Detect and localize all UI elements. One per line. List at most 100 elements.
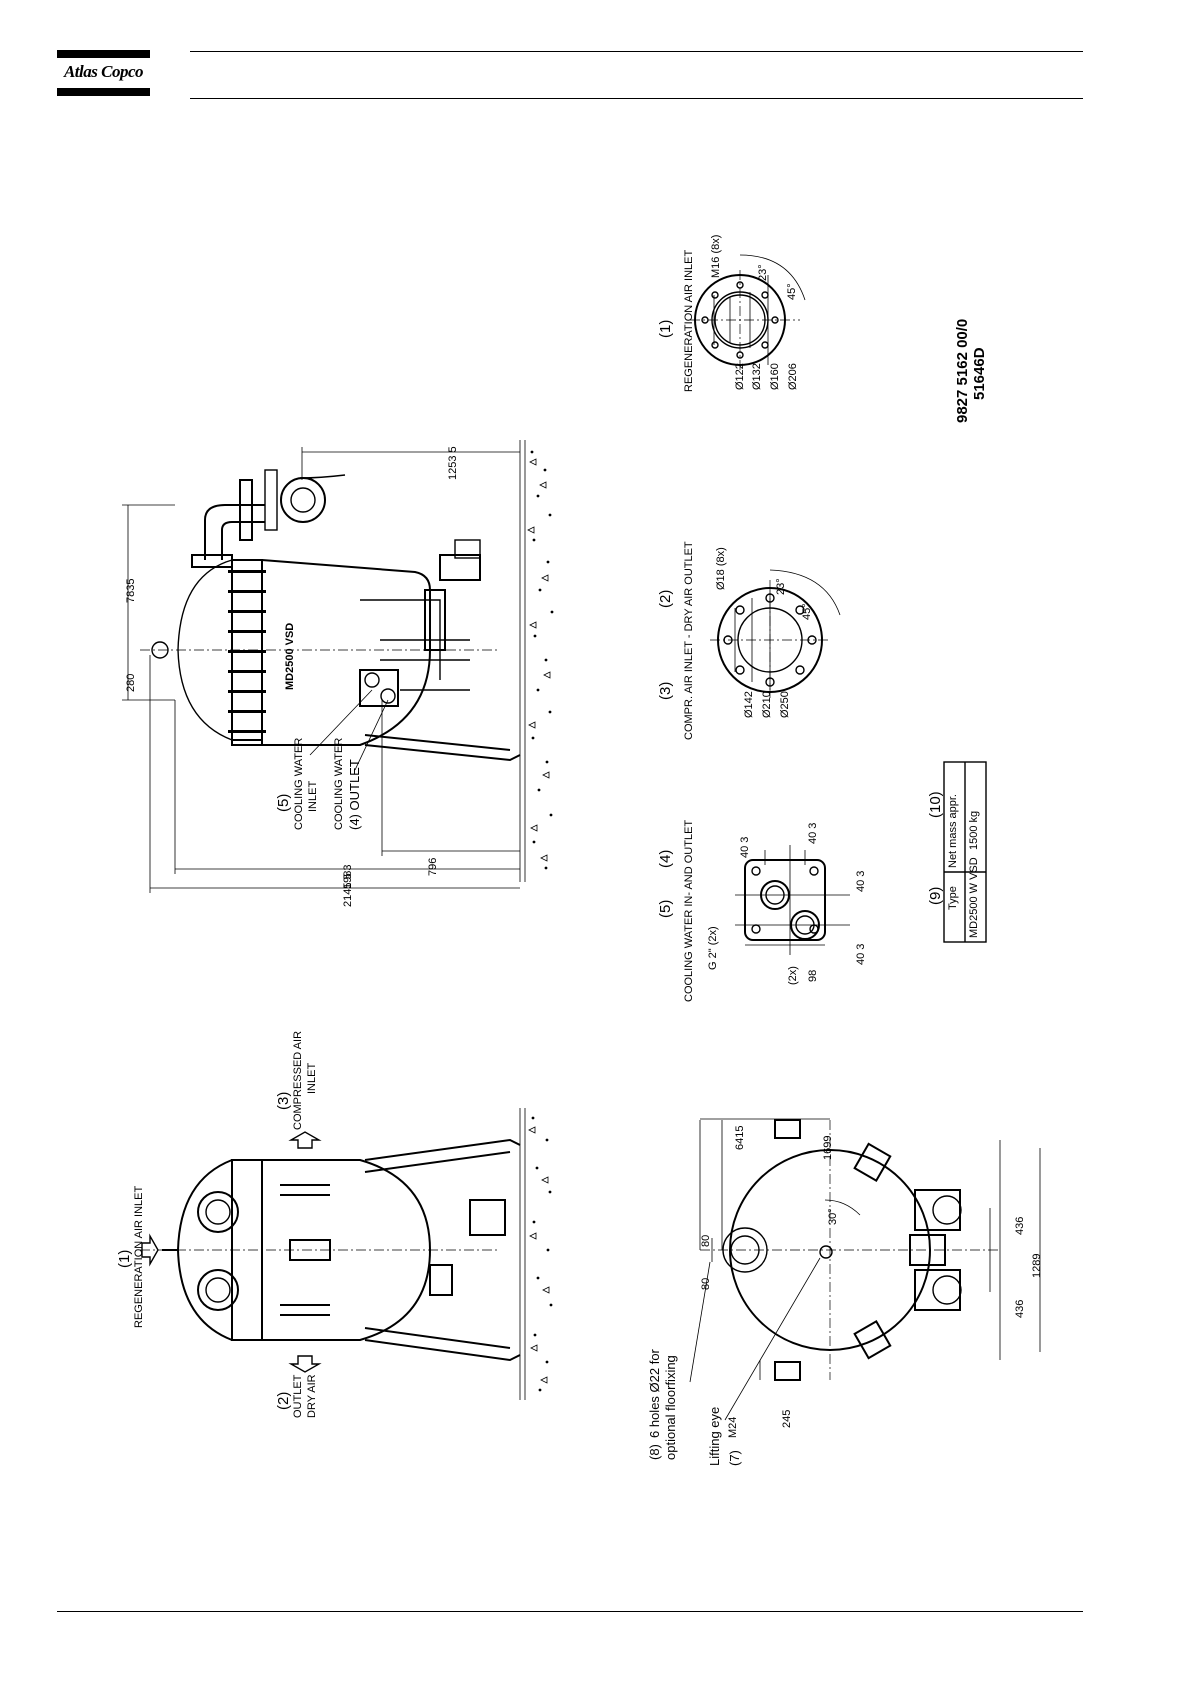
dim-80-a: 80 (700, 1234, 712, 1247)
side-top-pipe (204, 504, 265, 560)
flange23-drawing (710, 569, 841, 700)
flange1-d122: Ø122 (734, 363, 746, 390)
dim-21455: 2145 5 (342, 873, 354, 907)
cooling-outlet-line2: (4) OUTLET (347, 759, 362, 830)
mass-table-cell-mass: 1500 kg (968, 810, 980, 850)
flange45-num5: (5) (657, 899, 674, 918)
dim-7835: 7835 (125, 578, 137, 603)
flange45-d98: 98 (807, 969, 819, 982)
flange45-drawing (735, 845, 850, 955)
mass-table-header-type: Type (947, 886, 959, 910)
flange1-bolts: M16 (8x) (710, 234, 722, 278)
side-top-flange (191, 554, 233, 568)
regen-inlet-label: REGENERATION AIR INLET (133, 1185, 145, 1328)
side-dimension-lines (122, 447, 520, 893)
flange23-a45: 45° (801, 603, 813, 620)
front-leg-lower (364, 1327, 521, 1362)
side-valve-block (424, 589, 446, 651)
front-vessel-shell (176, 1159, 432, 1341)
dim-796: 796 (427, 857, 439, 876)
angle-30: 30° (827, 1208, 839, 1225)
lifting-eye-line1: Lifting eye (707, 1406, 722, 1466)
flange23-a23: 23° (775, 578, 787, 595)
flange45-dim-lines (735, 845, 850, 955)
mass-table-header-mass: Net mass appr. (947, 794, 959, 868)
flange1-label: REGENERATION AIR INLET (683, 249, 695, 392)
front-view-drawing (140, 1108, 553, 1400)
compressed-arrow (288, 1131, 322, 1149)
front-leg-upper (364, 1138, 521, 1173)
flange45-thread: G 2" (2x) (707, 926, 719, 970)
cooling-inlet-line1: COOLING WATER (293, 737, 305, 830)
flange1-a23: 23° (757, 264, 769, 281)
compressed-inlet-line2: INLET (306, 1062, 318, 1094)
document-code-line1: 9827 5162 00/0 (954, 318, 971, 423)
flange23-d210: Ø210 (761, 691, 773, 718)
front-pipe-top (280, 1184, 330, 1316)
brand-name: Atlas Copco (63, 62, 144, 81)
header-rule-bottom (190, 98, 1083, 99)
mass-table-grid (943, 761, 987, 943)
floorfixing-line1: 6 holes Ø22 for (647, 1349, 662, 1438)
flange45-d403d: 40 3 (855, 943, 867, 965)
regen-arrow (141, 1233, 159, 1267)
front-drain (429, 1264, 453, 1296)
flange1-d206: Ø206 (787, 363, 799, 390)
top-lug-1 (853, 1142, 892, 1182)
top-foot-1 (774, 1119, 801, 1139)
dim-436-a: 436 (1014, 1216, 1026, 1235)
floorfixing-line2: optional floorfixing (663, 1355, 678, 1460)
flange1-num: (1) (657, 319, 674, 338)
top-foot-2 (774, 1361, 801, 1381)
floorfixing-num: (8) (647, 1444, 662, 1460)
dim-80-b: 80 (700, 1277, 712, 1290)
top-lifting-eye (819, 1245, 833, 1259)
flange23-num3: (3) (657, 681, 674, 700)
top-lug-2 (853, 1320, 892, 1360)
document-code-line2: 51646D (971, 347, 988, 400)
footer-rule (57, 1611, 1083, 1612)
cooling-inlet-num: (5) (275, 793, 292, 812)
dim-1289: 1289 (1031, 1253, 1043, 1278)
side-actuator (439, 554, 481, 581)
mass-table-num9: (9) (927, 886, 944, 905)
flange1-d132: Ø132 (751, 363, 763, 390)
top-center-valve (909, 1234, 946, 1266)
ground-hatch-front (519, 1108, 526, 1400)
outlet-dry-line2: DRY AIR (306, 1374, 318, 1418)
flange23-label: COMPR. AIR INLET - DRY AIR OUTLET (683, 541, 695, 740)
compressed-inlet-line1: COMPRESSED AIR (292, 1030, 304, 1130)
dim-436-b: 436 (1014, 1299, 1026, 1318)
mass-table-cell-type: MD2500 W VSD (968, 857, 980, 938)
flange1-dim-lines (713, 275, 769, 365)
top-port-upper (914, 1189, 961, 1231)
flange1-drawing (690, 254, 806, 370)
side-view-drawing (122, 440, 554, 893)
dim-1699: 1699 (822, 1135, 834, 1160)
flange45-num4: (4) (657, 849, 674, 868)
front-actuator-box (469, 1199, 506, 1236)
side-top-round-flange (280, 477, 326, 523)
side-handle (299, 474, 346, 479)
flange23-angle-arc (769, 569, 841, 616)
ground-triangles-front (528, 1126, 550, 1384)
nameplate: MD2500 VSD (284, 622, 296, 690)
flange23-dim-lines (734, 590, 771, 690)
dim-280: 280 (125, 673, 137, 692)
outlet-arrow (288, 1355, 322, 1373)
top-view-drawing (689, 1118, 1041, 1421)
flange45-label: COOLING WATER IN- AND OUTLET (683, 819, 695, 1002)
lifting-eye-line2: M24 (727, 1416, 739, 1438)
flange1-a45: 45° (786, 283, 798, 300)
lifting-eye-num: (7) (727, 1450, 742, 1466)
compressed-inlet-num: (3) (275, 1091, 292, 1110)
flange45-d2x: (2x) (787, 966, 799, 985)
outlet-dry-num: (2) (275, 1391, 292, 1410)
dim-245: 245 (781, 1409, 793, 1428)
top-dimension-lines (689, 1118, 1041, 1421)
logo-bar-top (57, 50, 150, 58)
regen-inlet-num: (1) (116, 1249, 133, 1268)
side-lower-pipework (360, 599, 470, 691)
ground-dots-side (530, 450, 554, 870)
